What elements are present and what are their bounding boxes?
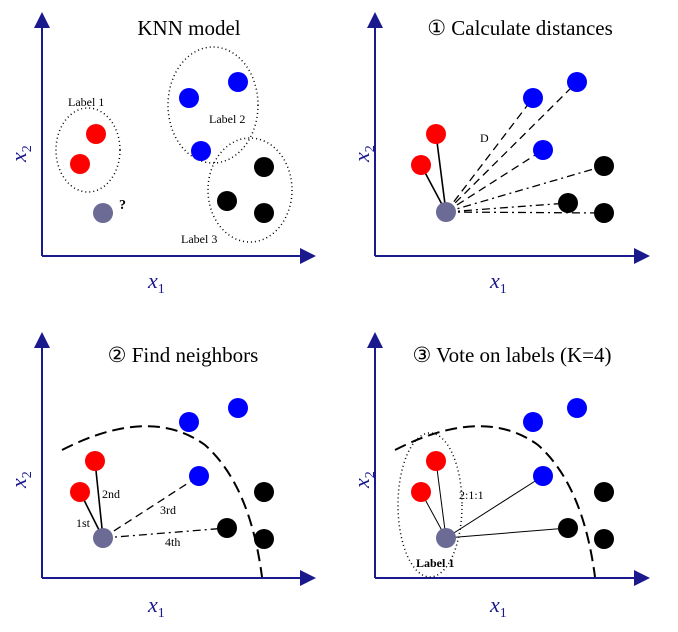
blue-point [228, 72, 248, 92]
black-point [558, 193, 578, 213]
neighborhood-boundary [394, 425, 596, 578]
panel-title: ③ Vote on labels (K=4) [412, 343, 611, 367]
distance-label: D [480, 131, 489, 145]
panel-title: KNN model [137, 16, 240, 40]
blue-point [533, 140, 553, 160]
panel-vote-on-labels: ③ Vote on labels (K=4) 2:1:1 Label 1 x1 … [349, 332, 650, 621]
black-point [217, 518, 237, 538]
y-axis-label: x2 [349, 471, 378, 489]
blue-point [523, 88, 543, 108]
distance-line [435, 133, 447, 213]
rank-label: 1st [76, 516, 91, 530]
red-point [86, 124, 106, 144]
neighborhood-boundary [61, 425, 263, 578]
panel-title: ① Calculate distances [427, 16, 613, 40]
black-point [254, 203, 274, 223]
query-point [436, 202, 456, 222]
query-mark: ? [119, 198, 126, 213]
vote-line [435, 460, 447, 539]
rank-label: 2nd [102, 487, 120, 501]
black-point [594, 482, 614, 502]
neighbor-line [94, 460, 104, 539]
query-point [93, 528, 113, 548]
x-axis-label: x1 [147, 592, 165, 621]
black-point [558, 518, 578, 538]
y-axis-label: x2 [349, 145, 378, 163]
y-axis-label: x2 [6, 471, 35, 489]
red-point [70, 482, 90, 502]
red-point [70, 154, 90, 174]
distance-line [445, 202, 569, 213]
black-point [594, 156, 614, 176]
black-point [254, 157, 274, 177]
result-label: Label 1 [416, 556, 454, 570]
label2-text: Label 2 [209, 112, 245, 126]
x-axis-label: x1 [147, 268, 165, 297]
panel-calculate-distances: ① Calculate distances D x1 x2 [349, 12, 650, 297]
vote-line [445, 475, 544, 539]
blue-point [191, 141, 211, 161]
x-axis-label: x1 [489, 592, 507, 621]
panel-knn-model: KNN model Label 1 Label 2 Label 3 ? x1 x… [6, 12, 316, 297]
panel-find-neighbors: ② Find neighbors 1st 2nd 3rd 4th x1 x2 [6, 332, 316, 621]
rank-label: 4th [165, 535, 180, 549]
x-axis-label: x1 [489, 268, 507, 297]
blue-point [567, 72, 587, 92]
blue-point [567, 398, 587, 418]
vote-ratio: 2:1:1 [459, 488, 484, 502]
red-point [411, 482, 431, 502]
blue-point [179, 412, 199, 432]
red-point [426, 124, 446, 144]
vote-line [445, 527, 569, 539]
label3-text: Label 3 [181, 232, 217, 246]
red-point [426, 451, 446, 471]
distance-line [445, 149, 544, 213]
label1-region-boundary [397, 432, 463, 578]
neighbor-line [102, 475, 200, 539]
black-point [594, 203, 614, 223]
blue-point [533, 466, 553, 486]
distance-line [445, 81, 578, 213]
blue-point [179, 88, 199, 108]
label1-cluster-boundary [55, 107, 121, 193]
query-point [93, 203, 113, 223]
black-point [594, 529, 614, 549]
red-point [85, 451, 105, 471]
blue-point [523, 412, 543, 432]
label2-cluster-boundary [167, 46, 259, 164]
rank-label: 3rd [160, 503, 176, 517]
y-axis-label: x2 [6, 145, 35, 163]
blue-point [228, 398, 248, 418]
blue-point [189, 466, 209, 486]
black-point [254, 529, 274, 549]
black-point [254, 482, 274, 502]
query-point [436, 528, 456, 548]
distance-line [445, 97, 534, 213]
label3-cluster-boundary [207, 137, 293, 243]
black-point [217, 191, 237, 211]
neighbor-line [102, 527, 228, 539]
panel-title: ② Find neighbors [108, 343, 259, 367]
red-point [411, 155, 431, 175]
label1-text: Label 1 [68, 95, 104, 109]
distance-line [445, 211, 605, 214]
